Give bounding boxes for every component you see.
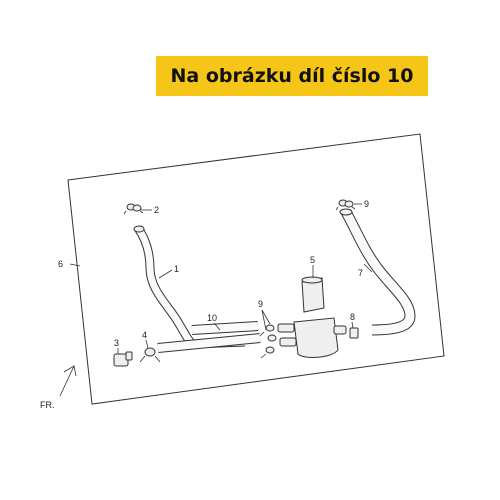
callout-1: 1 <box>174 264 179 274</box>
callout-2: 2 <box>154 205 159 215</box>
filter-sleeve-part-5 <box>301 276 325 313</box>
direction-label: FR. <box>40 400 55 410</box>
callout-4: 4 <box>142 330 147 340</box>
connector-part-3 <box>113 351 133 367</box>
part-number-banner: Na obrázku díl číslo 10 <box>156 56 428 96</box>
clamp-part-2 <box>123 203 144 215</box>
clamp-part-4 <box>139 347 161 363</box>
hose-part-1 <box>133 225 246 349</box>
front-direction-arrow <box>59 364 77 397</box>
hose-part-7 <box>339 208 416 336</box>
clamp-part-9-upper <box>335 199 356 211</box>
hose-part-10 <box>157 321 261 353</box>
callout-9-upper: 9 <box>364 199 369 209</box>
callout-6: 6 <box>58 259 63 269</box>
callout-8: 8 <box>350 312 355 322</box>
callout-5: 5 <box>310 255 315 265</box>
callout-10: 10 <box>207 313 217 323</box>
callout-3: 3 <box>114 338 119 348</box>
diagram-sheet-outline <box>67 133 445 405</box>
clamp-part-8 <box>349 327 359 339</box>
clamp-part-9-lower <box>259 324 277 359</box>
callout-9-lower: 9 <box>258 299 263 309</box>
fuel-filter <box>277 317 347 358</box>
callout-7: 7 <box>358 268 363 278</box>
leader-lines <box>69 203 373 354</box>
